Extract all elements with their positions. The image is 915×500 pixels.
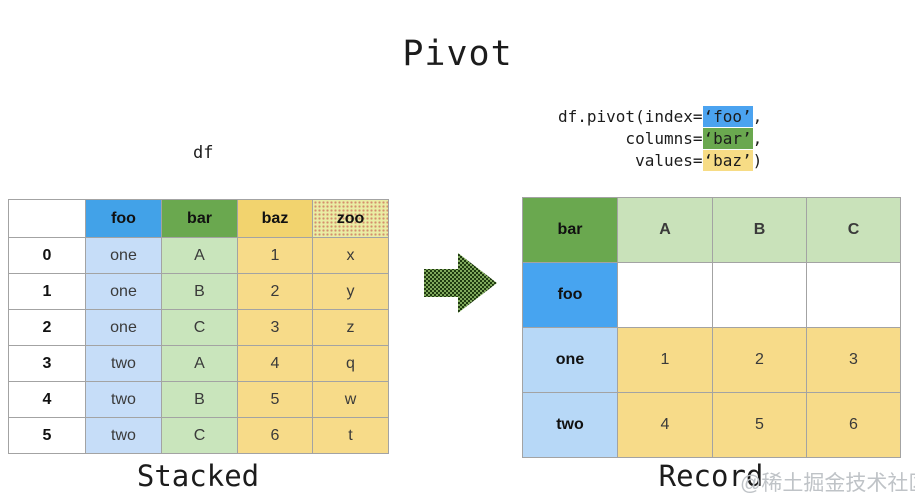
column-header-zoo: zoo xyxy=(312,199,389,238)
table-cell: B xyxy=(161,381,238,418)
code-line-3: values=‘baz’) xyxy=(558,150,762,172)
table-row: 0 one A 1 x xyxy=(8,237,389,274)
dataframe-label: df xyxy=(193,143,214,163)
column-header-baz: baz xyxy=(237,199,313,238)
record-row-one: one xyxy=(522,327,618,393)
code-text: , xyxy=(752,107,763,126)
record-table: bar A B C foo one 1 2 3 two 4 5 6 xyxy=(522,197,901,458)
stacked-header-row: foo bar baz zoo xyxy=(8,199,389,238)
row-index: 1 xyxy=(8,273,86,310)
table-cell: 3 xyxy=(806,327,901,393)
table-cell: 1 xyxy=(617,327,713,393)
record-column-C: C xyxy=(806,197,901,263)
row-index: 2 xyxy=(8,309,86,346)
table-cell: 3 xyxy=(237,309,313,346)
table-cell: two xyxy=(85,381,162,418)
table-cell: 1 xyxy=(237,237,313,274)
record-column-A: A xyxy=(617,197,713,263)
stacked-table: foo bar baz zoo 0 one A 1 x 1 one B 2 y … xyxy=(8,199,389,454)
table-cell: two xyxy=(85,417,162,454)
record-bar-header: bar xyxy=(522,197,618,263)
table-cell: w xyxy=(312,381,389,418)
record-column-B: B xyxy=(712,197,807,263)
stacked-label: Stacked xyxy=(136,459,260,493)
table-cell: y xyxy=(312,273,389,310)
table-cell: two xyxy=(85,345,162,382)
table-cell xyxy=(806,262,901,328)
table-cell xyxy=(712,262,807,328)
values-arg-highlight: ‘baz’ xyxy=(702,150,753,171)
table-cell: one xyxy=(85,237,162,274)
page-title: Pivot xyxy=(402,34,513,74)
table-cell: 2 xyxy=(712,327,807,393)
table-cell: 6 xyxy=(237,417,313,454)
table-cell: C xyxy=(161,309,238,346)
table-row: 5 two C 6 t xyxy=(8,417,389,454)
code-line-2: columns=‘bar’, xyxy=(558,128,762,150)
record-label: Record xyxy=(658,459,764,493)
table-cell: B xyxy=(161,273,238,310)
corner-header xyxy=(8,199,86,238)
pivot-code-block: df.pivot(index=‘foo’, columns=‘bar’, val… xyxy=(558,106,762,172)
code-line-1: df.pivot(index=‘foo’, xyxy=(558,106,762,128)
table-row: 1 one B 2 y xyxy=(8,273,389,310)
table-cell: 5 xyxy=(712,392,807,458)
row-index: 4 xyxy=(8,381,86,418)
watermark: @稀土掘金技术社区 xyxy=(740,472,915,495)
table-cell: A xyxy=(161,345,238,382)
code-text: df.pivot(index= xyxy=(558,107,703,126)
columns-arg-highlight: ‘bar’ xyxy=(702,128,753,149)
record-header-row: bar A B C xyxy=(522,197,901,263)
table-cell: 2 xyxy=(237,273,313,310)
record-row-two: two xyxy=(522,392,618,458)
row-index: 5 xyxy=(8,417,86,454)
record-foo-header: foo xyxy=(522,262,618,328)
table-cell: t xyxy=(312,417,389,454)
table-row: two 4 5 6 xyxy=(522,392,901,458)
table-cell: 4 xyxy=(617,392,713,458)
code-text: columns= xyxy=(558,129,703,148)
table-cell: A xyxy=(161,237,238,274)
table-row: 3 two A 4 q xyxy=(8,345,389,382)
right-arrow-icon xyxy=(424,252,498,314)
table-cell: x xyxy=(312,237,389,274)
table-row: one 1 2 3 xyxy=(522,327,901,393)
column-header-foo: foo xyxy=(85,199,162,238)
code-text: ) xyxy=(752,151,763,170)
table-cell: q xyxy=(312,345,389,382)
table-cell xyxy=(617,262,713,328)
code-text: , xyxy=(752,129,763,148)
table-cell: 6 xyxy=(806,392,901,458)
row-index: 3 xyxy=(8,345,86,382)
table-cell: 4 xyxy=(237,345,313,382)
index-arg-highlight: ‘foo’ xyxy=(702,106,753,127)
table-row: foo xyxy=(522,262,901,328)
table-cell: one xyxy=(85,309,162,346)
table-row: 4 two B 5 w xyxy=(8,381,389,418)
column-header-bar: bar xyxy=(161,199,238,238)
table-row: 2 one C 3 z xyxy=(8,309,389,346)
table-cell: C xyxy=(161,417,238,454)
code-text: values= xyxy=(558,151,703,170)
table-cell: one xyxy=(85,273,162,310)
row-index: 0 xyxy=(8,237,86,274)
table-cell: z xyxy=(312,309,389,346)
table-cell: 5 xyxy=(237,381,313,418)
